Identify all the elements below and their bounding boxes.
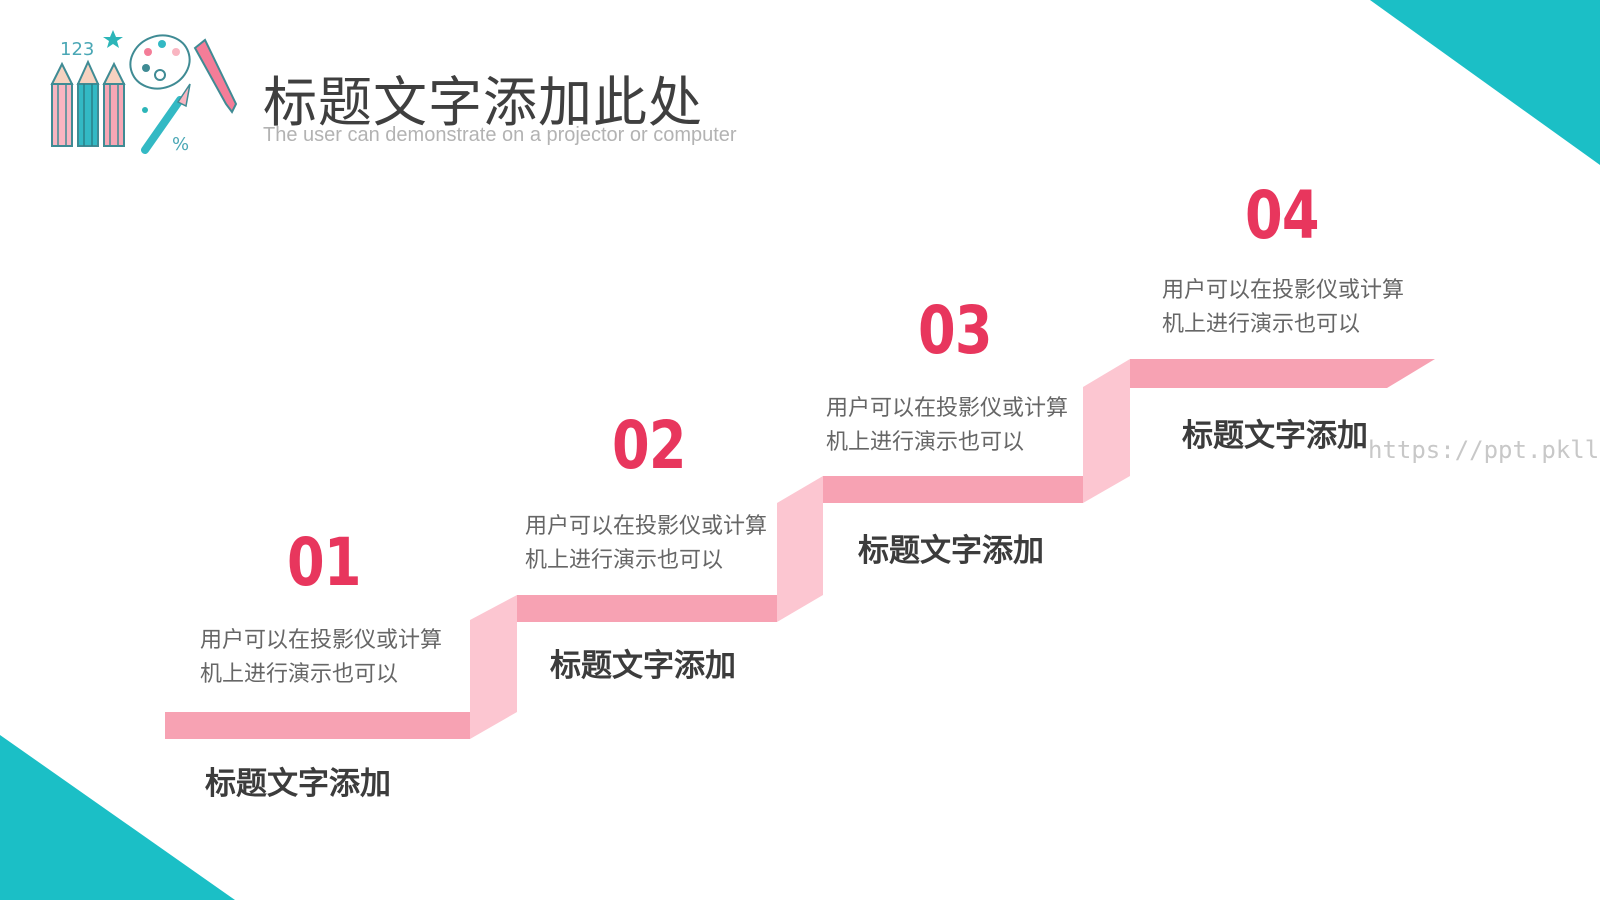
ribbon-step-3 (823, 476, 1083, 503)
top-right-corner-triangle (1370, 0, 1600, 165)
step-label-3: 标题文字添加 (858, 533, 1044, 569)
ribbon-step-2 (517, 595, 777, 622)
step-description-4: 用户可以在投影仪或计算机上进行演示也可以 (1162, 278, 1405, 337)
page-subtitle: The user can demonstrate on a projector … (263, 124, 737, 146)
step-description-3: 用户可以在投影仪或计算机上进行演示也可以 (826, 396, 1069, 455)
ribbon-riser-2 (777, 476, 823, 622)
ribbon-riser-3 (1083, 359, 1130, 503)
star-icon (103, 30, 123, 48)
pencils-palette-icon: 123 % (50, 30, 238, 155)
logo-number-text: 123 (60, 39, 94, 60)
step-label-4: 标题文字添加 (1182, 418, 1368, 454)
step-number-3: 03 (918, 292, 993, 369)
staircase-ribbon (165, 359, 1435, 739)
step-number-1: 01 (287, 524, 362, 601)
step-description-1: 用户可以在投影仪或计算机上进行演示也可以 (200, 628, 443, 687)
ribbon-riser-1 (470, 595, 517, 739)
step-label-2: 标题文字添加 (550, 648, 736, 684)
step-number-2: 02 (612, 407, 687, 484)
logo-percent-text: % (172, 134, 189, 155)
watermark-url: https://ppt.pkll.de (1368, 436, 1600, 464)
step-description-2: 用户可以在投影仪或计算机上进行演示也可以 (525, 514, 768, 573)
page-title: 标题文字添加此处 (263, 71, 703, 134)
step-label-1: 标题文字添加 (205, 766, 391, 802)
step-number-4: 04 (1245, 177, 1320, 254)
bottom-left-corner-triangle (0, 735, 235, 900)
ribbon-step-4 (1130, 359, 1435, 388)
ribbon-step-1 (165, 712, 470, 739)
